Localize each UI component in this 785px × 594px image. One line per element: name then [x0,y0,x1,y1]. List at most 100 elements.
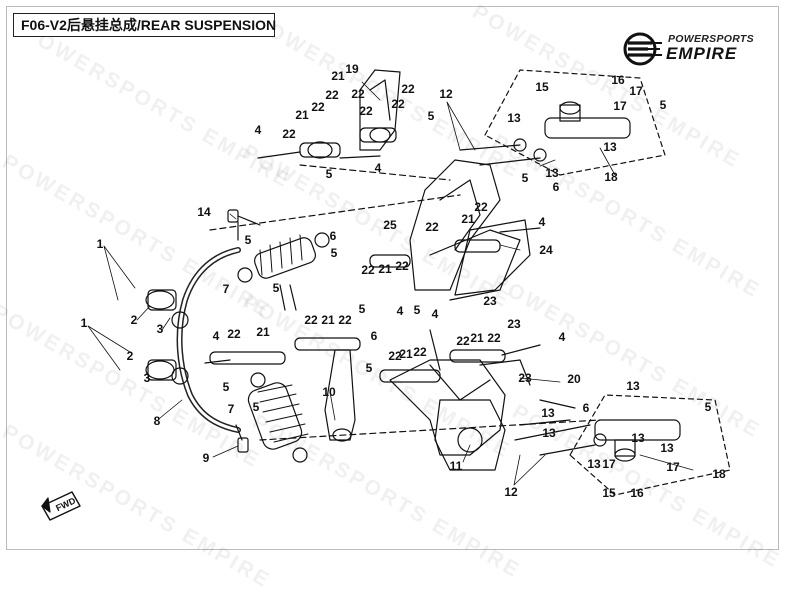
callout-13: 13 [541,406,555,420]
hub-assembly-top [459,101,631,166]
callout-24: 24 [539,243,553,257]
callout-4: 4 [255,123,262,137]
upper-a-arm [299,69,401,159]
callout-13: 13 [507,111,521,125]
callout-13: 13 [545,166,559,180]
callout-4: 4 [559,330,566,344]
callout-22: 22 [351,87,365,101]
callout-15: 15 [602,486,616,500]
callout-21: 21 [295,108,309,122]
callout-16: 16 [630,486,644,500]
callout-5: 5 [273,281,280,295]
callout-21: 21 [331,69,345,83]
callout-1: 1 [97,237,104,251]
callout-14: 14 [197,205,211,219]
callout-22: 22 [227,327,241,341]
diagram-title-box: F06-V2后悬挂总成/REAR SUSPENSION [13,13,276,37]
callout-4: 4 [375,161,382,175]
stabilizer-bar-inner [178,248,240,432]
callout-21: 21 [399,347,413,361]
bar-bushing-upper [145,289,189,329]
callout-15: 15 [535,80,549,94]
callout-7: 7 [228,402,235,416]
callout-12: 12 [439,87,453,101]
logo-line2: EMPIRE [666,44,738,63]
callout-21: 21 [378,262,392,276]
empire-emblem-icon [623,32,662,66]
bolt [289,284,297,311]
brake-line-clip [227,209,261,226]
callout-17: 17 [629,84,643,98]
callout-3: 3 [144,371,151,385]
alignment-line [209,194,461,231]
callout-2: 2 [127,349,134,363]
callout-13: 13 [542,426,556,440]
callout-1: 1 [81,316,88,330]
callout-13: 13 [631,431,645,445]
callout-23: 23 [507,317,521,331]
callout-22: 22 [311,100,325,114]
callout-17: 17 [613,99,627,113]
callout-22: 22 [413,345,427,359]
callout-22: 22 [338,313,352,327]
callout-21: 21 [461,212,475,226]
callout-5: 5 [253,400,260,414]
callout-16: 16 [611,73,625,87]
callout-10: 10 [322,385,336,399]
rear-suspension-exploded-view: FWD 1 1 2 2 3 3 4 4 4 4 4 4 4 5 5 5 5 5 … [41,62,731,521]
callout-22: 22 [282,127,296,141]
callout-6: 6 [371,329,378,343]
callout-23: 23 [518,371,532,385]
shock-absorber-upper [237,232,330,283]
callout-5: 5 [366,361,373,375]
callout-5: 5 [331,246,338,260]
callout-5: 5 [414,303,421,317]
callout-labels: 1 1 2 2 3 3 4 4 4 4 4 4 4 5 5 5 5 5 5 5 … [81,62,726,500]
callout-5: 5 [705,400,712,414]
callout-22: 22 [401,82,415,96]
bolt [501,344,541,356]
leader-lines [87,81,694,486]
callout-5: 5 [522,171,529,185]
bolt [429,329,441,371]
callout-22: 22 [425,220,439,234]
callout-20: 20 [567,372,581,386]
alignment-line [299,164,451,181]
bushing-stack-center [209,239,506,383]
callout-7: 7 [223,282,230,296]
callout-6: 6 [330,229,337,243]
callout-18: 18 [604,170,618,184]
callout-5: 5 [660,98,667,112]
callout-4: 4 [213,329,220,343]
callout-21: 21 [256,325,270,339]
bolt [204,359,231,364]
callout-21: 21 [470,331,484,345]
callout-13: 13 [660,441,674,455]
bolt [519,419,571,426]
callout-22: 22 [359,104,373,118]
callout-12: 12 [504,485,518,499]
callout-3: 3 [157,322,164,336]
hub-assembly-outline-top [484,69,666,176]
callout-17: 17 [602,457,616,471]
callout-19: 19 [345,62,359,76]
callout-5: 5 [245,233,252,247]
callout-22: 22 [391,97,405,111]
callout-22: 22 [325,88,339,102]
alignment-line [259,419,601,441]
hub-assembly-outline-bottom [569,394,731,496]
callout-4: 4 [397,304,404,318]
callout-4: 4 [432,307,439,321]
callout-21: 21 [321,313,335,327]
bolt [279,284,286,311]
callout-13: 13 [587,457,601,471]
callout-22: 22 [474,200,488,214]
brand-logo: POWERSPORTS EMPIRE [622,31,762,67]
shock-absorber-lower [247,372,309,463]
skid-guard-plate [454,219,531,296]
callout-11: 11 [450,459,463,473]
callout-22: 22 [487,331,501,345]
callout-18: 18 [712,467,726,481]
logo-line1: POWERSPORTS [668,33,754,45]
bolt [257,151,301,159]
